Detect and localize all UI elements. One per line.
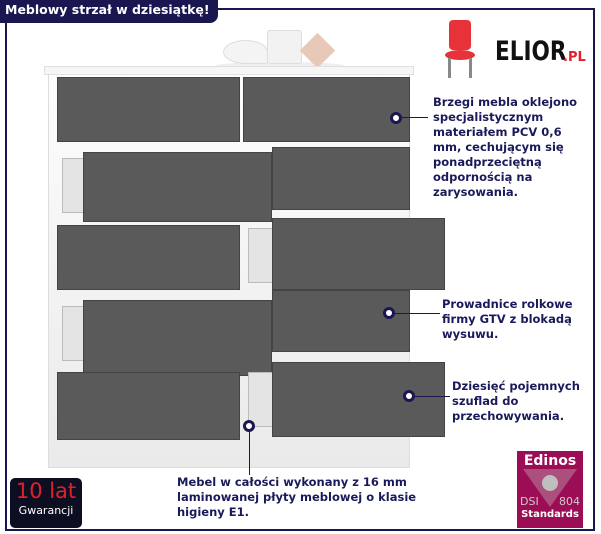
cert-emblem: DSI 804: [517, 469, 583, 509]
logo-brand: ELIOR: [495, 36, 567, 67]
warranty-years: 10 lat: [15, 479, 77, 503]
logo-suffix: .PL: [563, 50, 586, 65]
callout-marker: [403, 390, 415, 402]
callout-marker: [383, 307, 395, 319]
warranty-label: Gwarancji: [18, 504, 74, 517]
callout-edges: Brzegi mebla oklejono specjalistycznym m…: [433, 95, 578, 199]
callout-material: Mebel w całości wykonany z 16 mm laminow…: [177, 475, 417, 519]
edinos-certificate: Edinos DSI 804 Standards: [517, 451, 583, 528]
cert-right: 804: [559, 495, 580, 508]
callout-marker: [243, 420, 255, 432]
content-frame: [5, 8, 595, 531]
callout-slides: Prowadnice rolkowe firmy GTV z blokadą w…: [442, 297, 573, 341]
chair-icon: [445, 20, 475, 80]
callout-drawers: Dziesięć pojemnych szuflad do przechowyw…: [452, 379, 580, 423]
decor-vase: [215, 30, 345, 70]
callout-marker: [390, 112, 402, 124]
cert-left: DSI: [520, 495, 539, 508]
warranty-badge: 10 lat Gwarancji: [10, 478, 82, 528]
cert-brand: Edinos: [523, 453, 577, 469]
elior-logo: ELIOR .PL: [433, 18, 593, 84]
page-title: Meblowy strzał w dziesiątkę!: [0, 0, 218, 23]
cert-label: Standards: [521, 509, 579, 520]
